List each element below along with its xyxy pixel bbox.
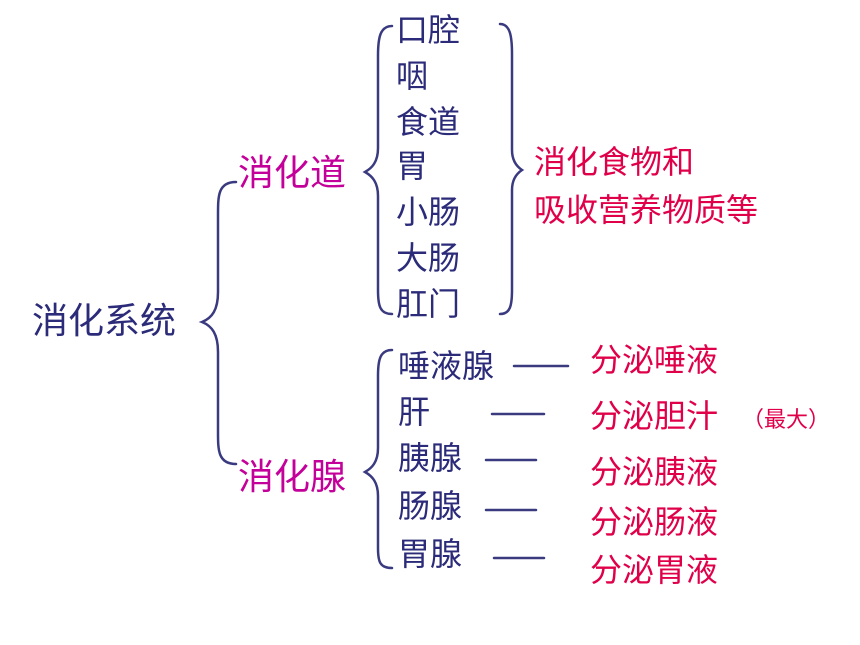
gland-secretion: 分泌胆汁 [590, 397, 719, 435]
glands-label: 消化腺 [238, 457, 347, 498]
tract-organ: 口腔 [396, 11, 461, 49]
gland-note: （最大） [742, 408, 831, 433]
tract-organ: 咽 [396, 57, 429, 95]
tract-left-brace [362, 24, 394, 316]
glands-left-brace [362, 348, 394, 570]
tract-right-brace [498, 22, 525, 316]
root-brace [198, 180, 238, 466]
tract-function-line: 消化食物和 [534, 143, 695, 181]
gland-secretion: 分泌唾液 [590, 341, 719, 379]
tract-organ: 小肠 [396, 193, 461, 231]
root-label: 消化系统 [32, 301, 177, 342]
tract-organ: 大肠 [396, 239, 461, 277]
gland-secretion: 分泌胰液 [590, 453, 719, 491]
gland-name: 唾液腺 [398, 347, 495, 385]
gland-name: 胃腺 [398, 535, 463, 573]
tract-function-line: 吸收营养物质等 [534, 191, 759, 229]
gland-secretion: 分泌肠液 [590, 503, 719, 541]
gland-name: 肠腺 [398, 487, 463, 525]
tract-organ: 胃 [396, 147, 429, 185]
gland-name: 肝 [398, 393, 431, 431]
gland-name: 胰腺 [398, 439, 463, 477]
tract-organ: 食道 [396, 103, 461, 141]
tract-organ: 肛门 [396, 285, 461, 323]
gland-secretion: 分泌胃液 [590, 551, 719, 589]
tract-label: 消化道 [238, 153, 347, 194]
